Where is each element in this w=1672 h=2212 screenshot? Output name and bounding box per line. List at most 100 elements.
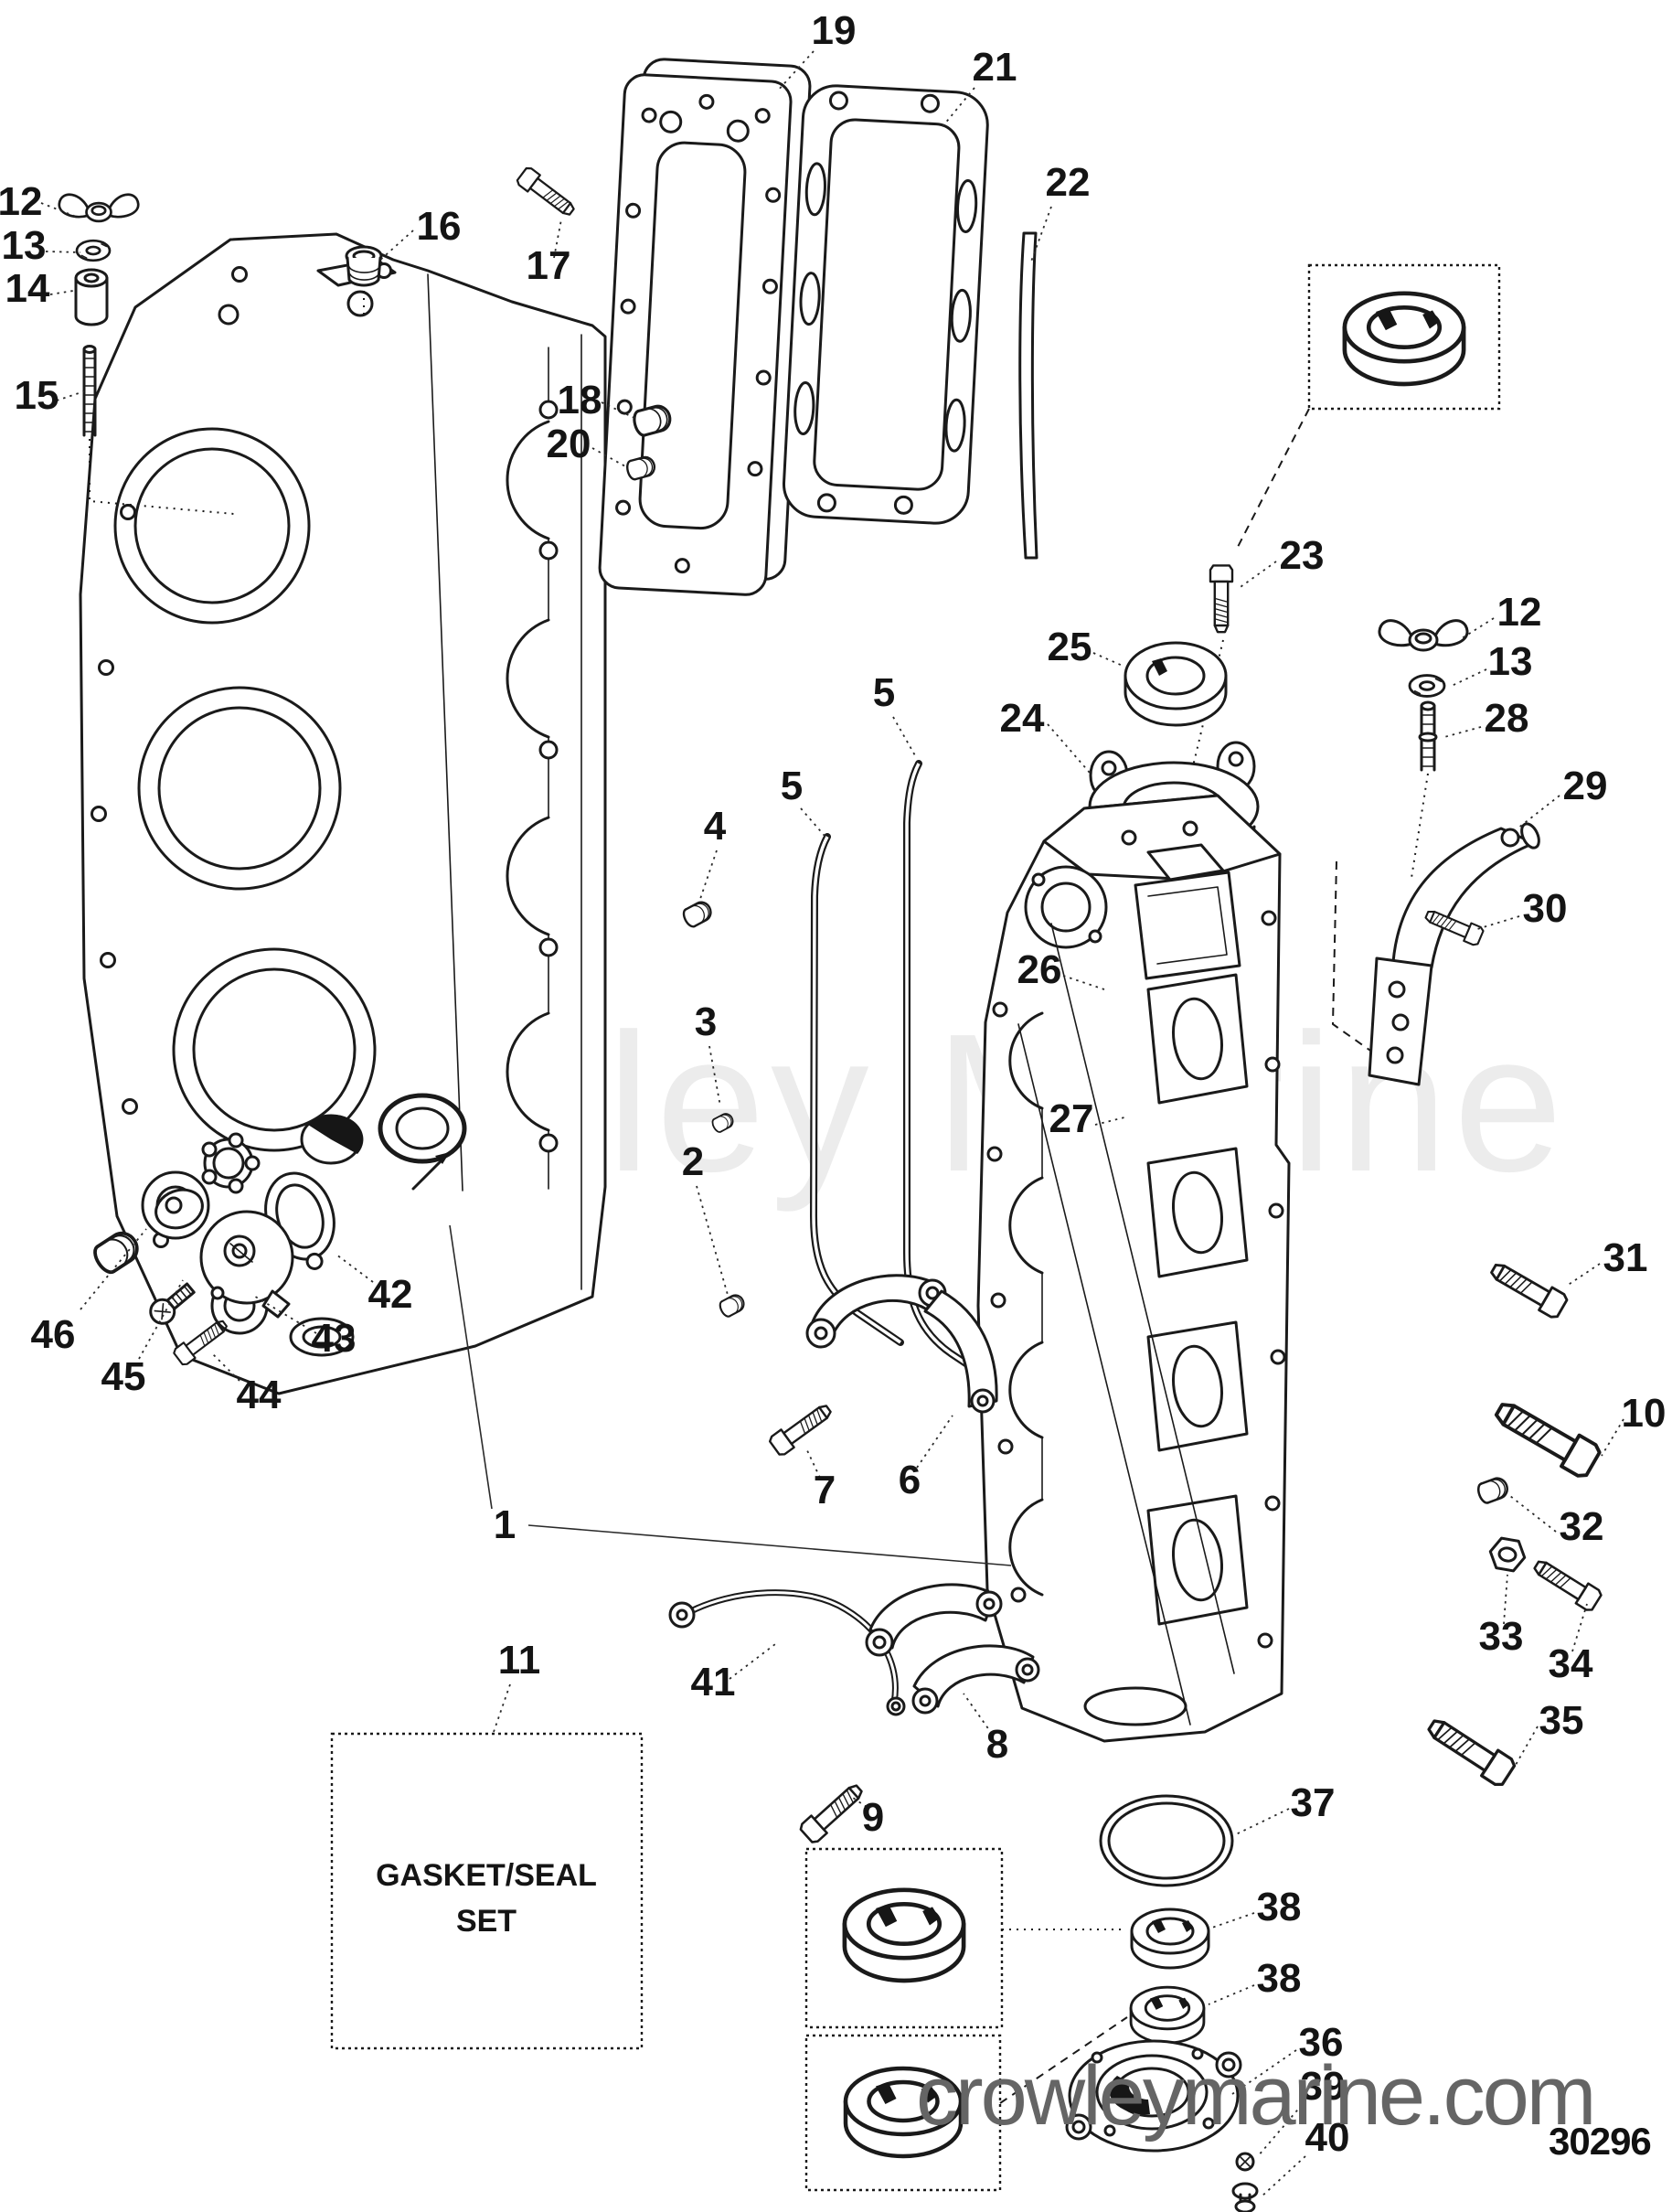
- callout-29: 29: [1563, 764, 1608, 808]
- part-bolt-31: [1486, 1256, 1571, 1321]
- leader-line-38: [1211, 1912, 1255, 1929]
- callout-41: 41: [691, 1660, 736, 1704]
- leader-line-32: [1509, 1495, 1557, 1533]
- callout-28: 28: [1485, 696, 1529, 741]
- part-divider-plate: [598, 58, 812, 596]
- part-screw-40: [1231, 2182, 1259, 2212]
- leader-line-21: [939, 87, 975, 131]
- part-plate-gasket: [782, 84, 989, 525]
- callout-37: 37: [1291, 1780, 1336, 1825]
- leader-line-35: [1515, 1726, 1539, 1766]
- leader-line-27: [1094, 1117, 1125, 1126]
- leader-line-15: [56, 390, 85, 401]
- callout-45: 45: [101, 1354, 146, 1399]
- callout-38: 38: [1257, 1956, 1302, 2001]
- leader-line-34: [1571, 1603, 1588, 1652]
- callout-7: 7: [814, 1468, 836, 1512]
- callout-layer: 1213141516171820192122232524262712132829…: [0, 8, 1667, 2197]
- part-bolt-9: [797, 1779, 868, 1846]
- callout-19: 19: [812, 8, 857, 53]
- callout-46: 46: [31, 1312, 76, 1357]
- part-plug-32: [1475, 1474, 1512, 1506]
- leader-line-28: [1443, 726, 1482, 738]
- leader-line-22: [1030, 206, 1052, 262]
- part-o-ring-37: [1099, 1794, 1234, 1887]
- leader-line-43: [251, 1294, 317, 1334]
- leader-line-25: [1092, 652, 1124, 667]
- part-retainer-link-6: [805, 1274, 998, 1414]
- part-stud-28: [1411, 700, 1438, 879]
- part-stud-15: [82, 345, 235, 515]
- leader-line-10: [1601, 1418, 1624, 1457]
- leader-line-8: [963, 1693, 993, 1735]
- part-end-cap-36: [1065, 2039, 1242, 2153]
- leader-line-5: [892, 716, 917, 758]
- leader-line-31: [1566, 1263, 1601, 1287]
- part-bolt-10: [1488, 1392, 1604, 1481]
- leader-line-24: [1047, 723, 1091, 774]
- callout-8: 8: [986, 1722, 1008, 1767]
- leader-line-5: [800, 807, 825, 837]
- callout-30: 30: [1523, 886, 1568, 931]
- callout-32: 32: [1560, 1504, 1604, 1549]
- part-dowel-4: [679, 898, 716, 930]
- part-wing-nut-right: [1378, 619, 1469, 652]
- callout-22: 22: [1046, 160, 1091, 205]
- gasket-box-line1: GASKET/SEAL: [376, 1858, 597, 1893]
- leader-line-11: [493, 1683, 511, 1733]
- leader-line-41: [729, 1643, 776, 1680]
- leader-line-30: [1476, 915, 1520, 930]
- part-seal-strip: [1018, 231, 1038, 560]
- callout-2: 2: [682, 1139, 704, 1184]
- callout-36: 36: [1299, 2020, 1344, 2065]
- callout-39: 39: [1301, 2064, 1346, 2109]
- callout-40: 40: [1305, 2115, 1350, 2160]
- callout-1: 1: [494, 1502, 516, 1547]
- gasket-box-line2: SET: [456, 1904, 517, 1939]
- leader-line-4: [698, 850, 718, 903]
- drawing-number: 30296: [1549, 2120, 1652, 2163]
- leader-line-2: [696, 1185, 729, 1296]
- callout-3: 3: [695, 999, 717, 1044]
- callout-27: 27: [1049, 1096, 1094, 1141]
- callout-15: 15: [15, 373, 59, 418]
- callout-13: 13: [1488, 639, 1533, 684]
- leader-line-40: [1261, 2155, 1306, 2197]
- part-bolt-7: [767, 1398, 836, 1459]
- part-oil-seal-38b: [1129, 1985, 1206, 2045]
- leader-line-19: [776, 50, 815, 92]
- callout-42: 42: [368, 1272, 413, 1317]
- part-dowel-3: [709, 1110, 737, 1135]
- callout-44: 44: [237, 1373, 282, 1417]
- part-mount-bracket-29: [1331, 822, 1540, 1086]
- part-ground-strap-41: [668, 1589, 906, 1716]
- callout-13: 13: [2, 223, 47, 268]
- gasket-seal-set-box: GASKET/SEAL SET: [330, 1732, 644, 2050]
- part-crankcase-cover: [79, 232, 607, 1395]
- callout-5: 5: [781, 764, 803, 808]
- leader-line-42: [335, 1254, 374, 1283]
- leader-line-23: [1237, 561, 1277, 590]
- part-screw-39: [1235, 2152, 1255, 2172]
- callout-12: 12: [0, 179, 42, 224]
- callout-31: 31: [1603, 1235, 1648, 1280]
- part-cover-43: [199, 1210, 294, 1319]
- callout-10: 10: [1622, 1391, 1667, 1436]
- callout-6: 6: [899, 1458, 921, 1502]
- callout-34: 34: [1549, 1641, 1593, 1686]
- leader-line-6: [916, 1415, 953, 1469]
- callout-25: 25: [1048, 625, 1092, 669]
- leader-line-14: [49, 290, 74, 295]
- leader-line-1: [449, 1224, 493, 1510]
- callout-4: 4: [704, 804, 727, 849]
- callout-11: 11: [498, 1638, 541, 1683]
- part-crankcase-seal-rod-a: [810, 833, 904, 1346]
- part-cylinder-block: [976, 794, 1291, 1743]
- part-screw-45: [149, 1282, 196, 1325]
- part-wing-nut-left: [58, 193, 140, 223]
- callout-20: 20: [547, 422, 591, 466]
- leader-line-37: [1235, 1808, 1290, 1835]
- callout-5: 5: [873, 670, 895, 715]
